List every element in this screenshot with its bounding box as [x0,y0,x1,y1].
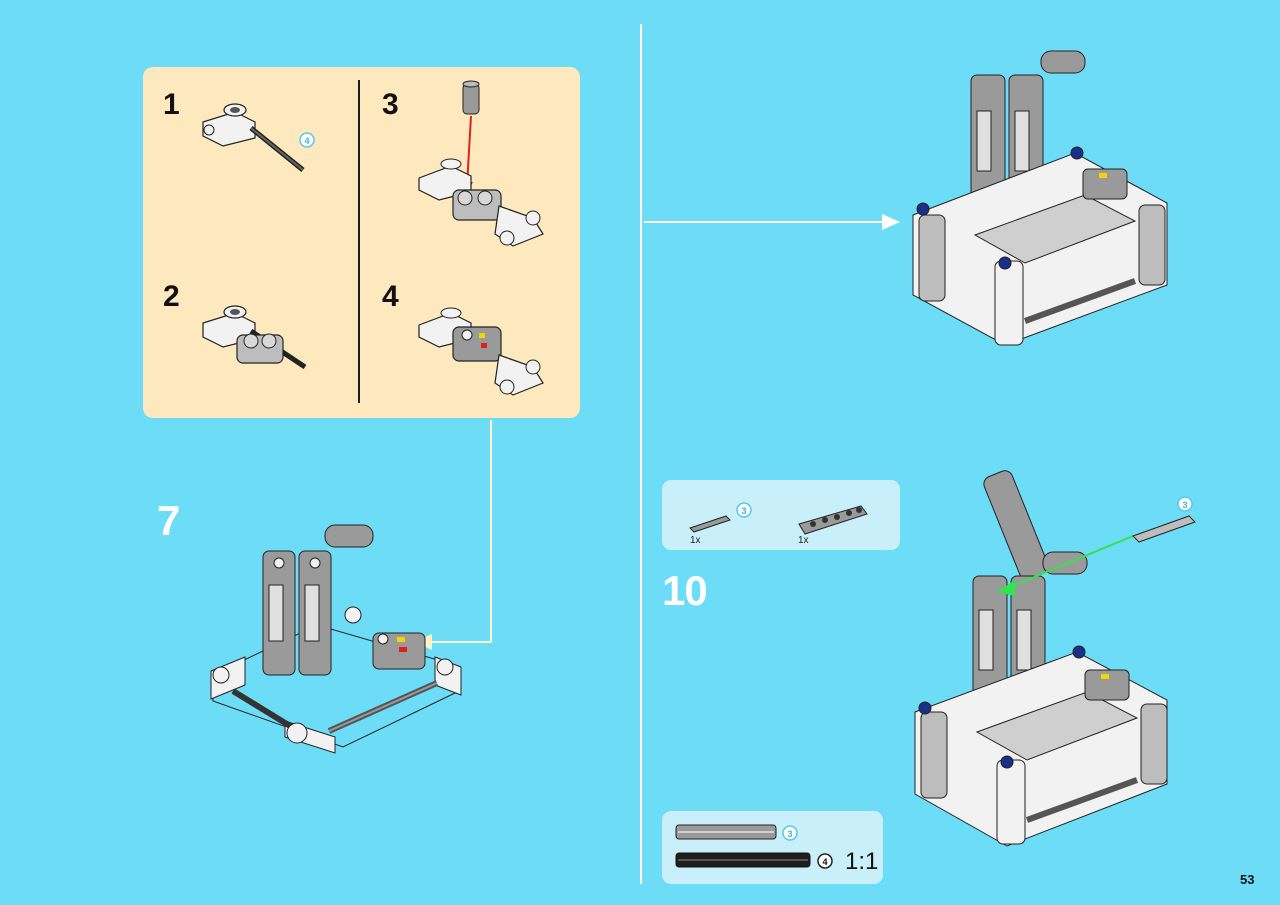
step-10-model: 3 [914,470,1196,847]
reference-length-4: 4 [822,857,827,867]
substep-number-1: 1 [163,88,180,121]
page-divider [640,24,642,884]
step10-length-badge: 3 [1182,500,1187,510]
callout-length-badge: 4 [304,136,309,146]
substep-2-model [202,305,307,370]
step-7-model [210,524,462,754]
scale-label: 1:1 [845,848,879,875]
part-beam-qty: 1x [798,535,809,546]
previous-step-model [912,50,1168,346]
green-arrow [1002,535,1134,591]
part-axle-icon: 3 [689,502,752,533]
substep-1-model: 4 [202,103,315,172]
substep-number-4: 4 [382,280,399,313]
part-axle-qty: 1x [690,535,701,546]
reference-length-badges: 3 4 [782,825,833,869]
scale-reference-box [662,811,883,884]
reference-axles [675,824,811,868]
part-axle-length: 3 [741,506,746,516]
page-number: 53 [1240,872,1255,887]
substep-3-model [418,80,544,247]
reference-length-3: 3 [787,829,792,839]
part-beam-icon [798,505,868,535]
panel-divider [358,80,360,403]
step-number-10: 10 [662,567,708,614]
substep-4-model [418,307,544,396]
step-number-7: 7 [157,497,180,544]
substep-number-2: 2 [163,280,180,313]
substep-number-3: 3 [382,88,399,121]
